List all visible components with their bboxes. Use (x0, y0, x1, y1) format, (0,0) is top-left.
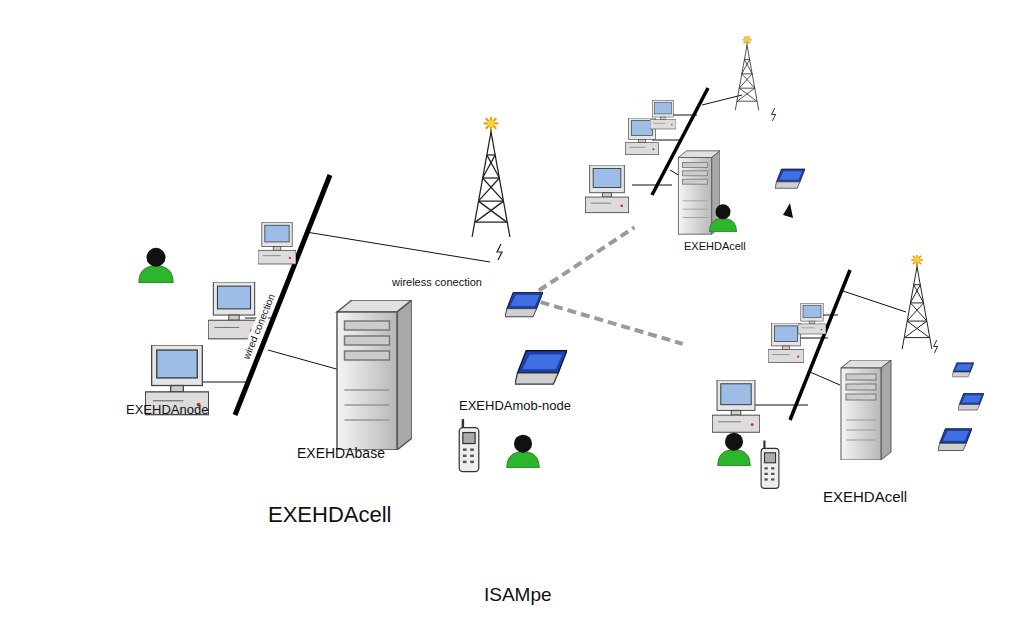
region-outline (80, 165, 600, 535)
environment-region: ISAMpeEXEHDAcellEXEHDAbaseEXEHDAcellEXEH… (3, 3, 1017, 631)
cell-region: EXEHDAcell EXEHDAbase (80, 165, 600, 535)
base-region: EXEHDAbase (265, 318, 417, 478)
mobility-link (527, 227, 634, 298)
node-label: EXEHDAcell (823, 489, 907, 506)
node-label: EXEHDAcell (268, 503, 391, 527)
mobility-link (527, 298, 682, 344)
node-label: EXEHDAbase (297, 446, 385, 461)
region-outline (570, 35, 942, 260)
region-outline (3, 3, 1017, 631)
node-label: EXEHDAcell (684, 240, 746, 252)
cell-region: EXEHDAcell (570, 35, 942, 260)
annotation-label: wireless conection (390, 276, 484, 288)
node-label: ISAMpe (480, 585, 556, 606)
annotation-label: EXEHDAnode (126, 403, 208, 417)
annotation-label: EXEHDAmob-node (459, 399, 571, 413)
cell-region: EXEHDAcell (668, 255, 1015, 530)
